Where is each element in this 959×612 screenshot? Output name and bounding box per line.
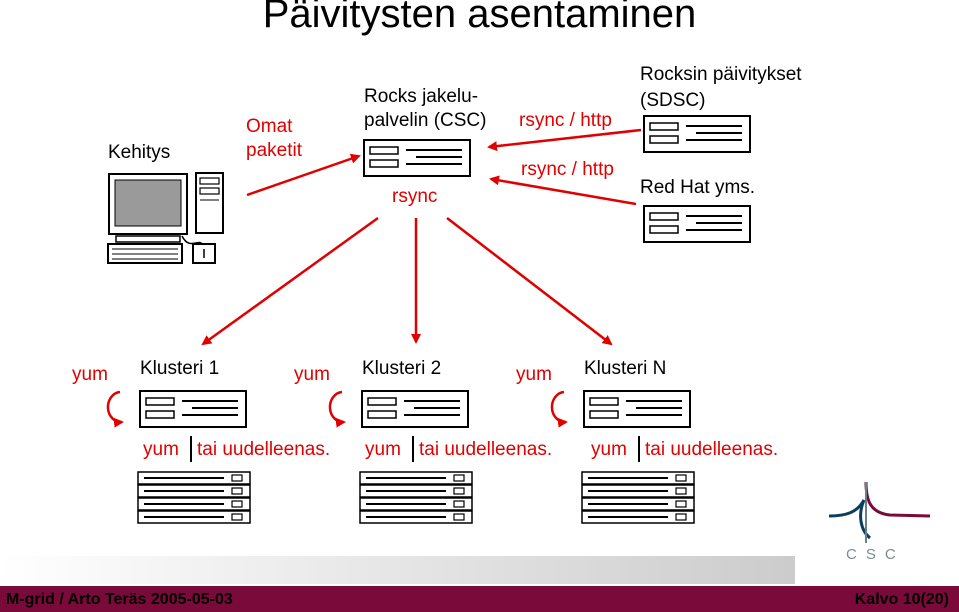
- cluster1-reinstall-label: tai uudelleenas.: [197, 439, 331, 460]
- page-title: Päivitysten asentaminen: [262, 0, 697, 36]
- clusterN-nodes-icon: [581, 471, 695, 524]
- clusterN-name: Klusteri N: [584, 358, 667, 379]
- clusterN-yum2-label: yum: [591, 439, 627, 460]
- cluster2-reinstall-label: tai uudelleenas.: [419, 439, 553, 460]
- arrow-clusterN: [446, 217, 613, 346]
- yum-loop-n: [550, 390, 568, 428]
- cluster2-frontend-icon: [361, 390, 469, 428]
- clusterN-frontend-icon: [583, 390, 691, 428]
- redhat-label: Red Hat yms.: [640, 177, 756, 198]
- rocks-server-icon: [363, 139, 471, 177]
- cluster2-yum-label: yum: [294, 364, 330, 385]
- csc-logo-text: CSC: [846, 546, 905, 563]
- rocks-label-2: palvelin (CSC): [364, 110, 487, 131]
- sdsc-label-1: Rocksin päivitykset: [640, 64, 802, 85]
- rsync-center-label: rsync: [392, 186, 438, 207]
- sdsc-server-icon: [643, 115, 751, 153]
- cluster1-name: Klusteri 1: [140, 358, 220, 379]
- cluster2-nodes-icon: [359, 471, 473, 524]
- footer-bar: [0, 586, 959, 612]
- cluster1-frontend-icon: [139, 390, 247, 428]
- cluster2-name: Klusteri 2: [362, 358, 442, 379]
- cluster2-yum2-label: yum: [365, 439, 401, 460]
- cluster1-yum2-label: yum: [143, 439, 179, 460]
- clusterN-reinstall-label: tai uudelleenas.: [645, 439, 779, 460]
- sdsc-label-2: (SDSC): [640, 90, 706, 111]
- clusterN-yum-label: yum: [516, 364, 552, 385]
- omat-label-1: Omat: [246, 116, 293, 137]
- arrow-cluster1: [201, 216, 379, 346]
- rsync-http-bottom-label: rsync / http: [521, 159, 614, 180]
- workstation-icon: [107, 172, 224, 264]
- cluster1-yum-label: yum: [72, 364, 108, 385]
- arrow-sdsc: [487, 128, 642, 152]
- kehitys-label: Kehitys: [108, 142, 171, 163]
- yum-loop-2: [328, 390, 346, 428]
- rsync-http-top-label: rsync / http: [519, 110, 612, 131]
- arrow-redhat: [489, 175, 637, 206]
- arrow-omat: [246, 153, 361, 197]
- footer-slide-number: Kalvo 10(20): [854, 591, 949, 608]
- omat-label-2: paketit: [246, 140, 302, 161]
- footer-author: M-grid / Arto Teräs 2005-05-03: [6, 591, 233, 608]
- csc-logo-icon: [828, 481, 931, 543]
- redhat-server-icon: [643, 205, 751, 243]
- cluster1-nodes-icon: [137, 471, 251, 524]
- rocks-label-1: Rocks jakelu-: [364, 86, 479, 107]
- yum-loop-1: [106, 390, 124, 428]
- footer-gradient: [0, 556, 795, 584]
